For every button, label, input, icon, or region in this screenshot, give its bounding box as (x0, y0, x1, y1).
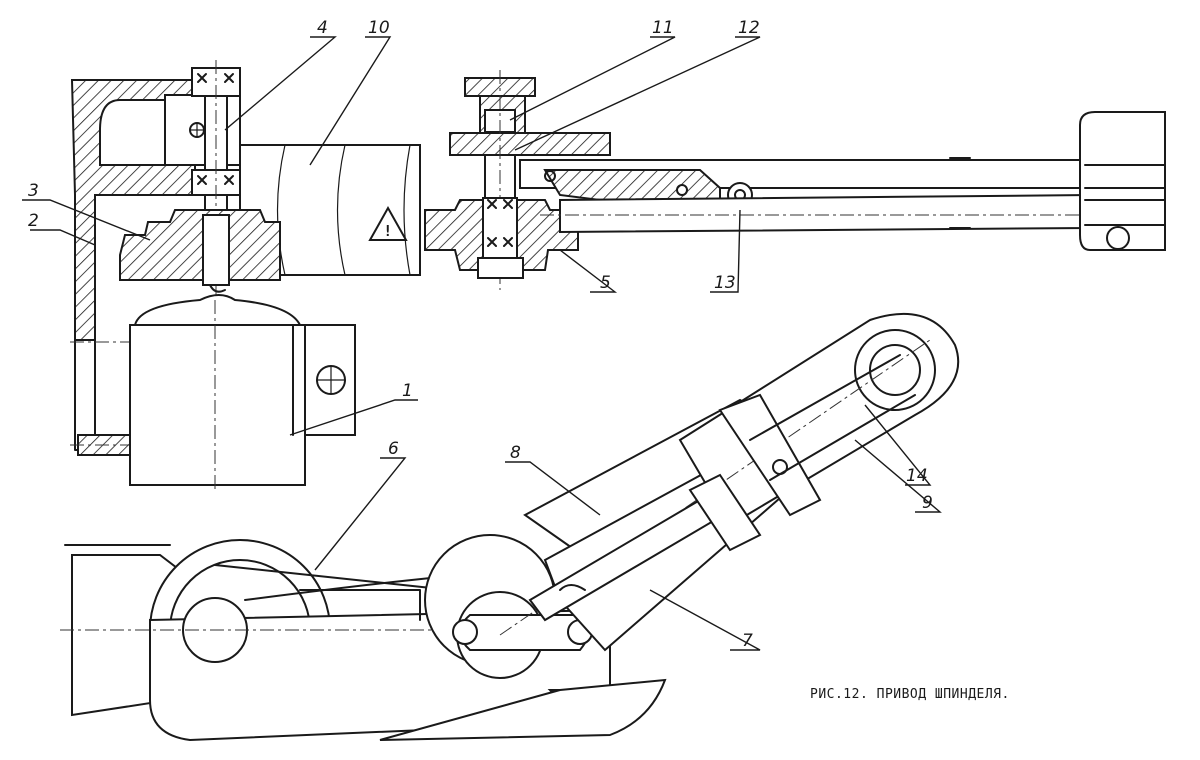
motor-1 (129, 294, 356, 490)
callout-labels: 1 2 3 4 5 6 7 8 9 10 11 12 13 14 (28, 18, 933, 651)
housing-bracket (70, 79, 196, 341)
motor-top-cover (133, 294, 302, 326)
pulley-3 (119, 209, 281, 281)
end-pivot-bolt (1106, 226, 1130, 250)
top-pulley-wheel (854, 329, 936, 411)
rod-guide (688, 473, 762, 552)
callout-6: 6 (388, 439, 399, 459)
arm-end-cap (1079, 111, 1166, 251)
bottom-side-view (60, 312, 960, 742)
spindle-collar (449, 132, 611, 156)
motor-body (129, 324, 306, 486)
shaft-3-bore (202, 214, 230, 286)
callout-4: 4 (317, 18, 328, 38)
callout-9: 9 (922, 493, 933, 513)
leader-lines (22, 36, 942, 651)
figure-caption: РИС.12. ПРИВОД ШПИНДЕЛЯ. (810, 687, 1010, 702)
top-section-view: ! (70, 60, 1166, 457)
spindle-bottom-nut (477, 257, 524, 279)
clamp-band (718, 393, 822, 517)
callout-12: 12 (738, 18, 760, 38)
callout-1: 1 (402, 381, 413, 401)
callout-7: 7 (742, 631, 753, 651)
warning-triangle (368, 205, 408, 241)
callout-8: 8 (510, 443, 521, 463)
callout-13: 13 (714, 273, 736, 293)
warning-symbol: ! (383, 222, 393, 240)
callout-2: 2 (28, 211, 39, 231)
callout-3: 3 (28, 181, 39, 201)
callout-11: 11 (652, 18, 674, 38)
callout-14: 14 (906, 466, 928, 486)
base-skid (379, 678, 667, 741)
arm-belt-lower (559, 193, 1091, 234)
callout-5: 5 (600, 273, 611, 293)
callout-10: 10 (368, 18, 390, 38)
